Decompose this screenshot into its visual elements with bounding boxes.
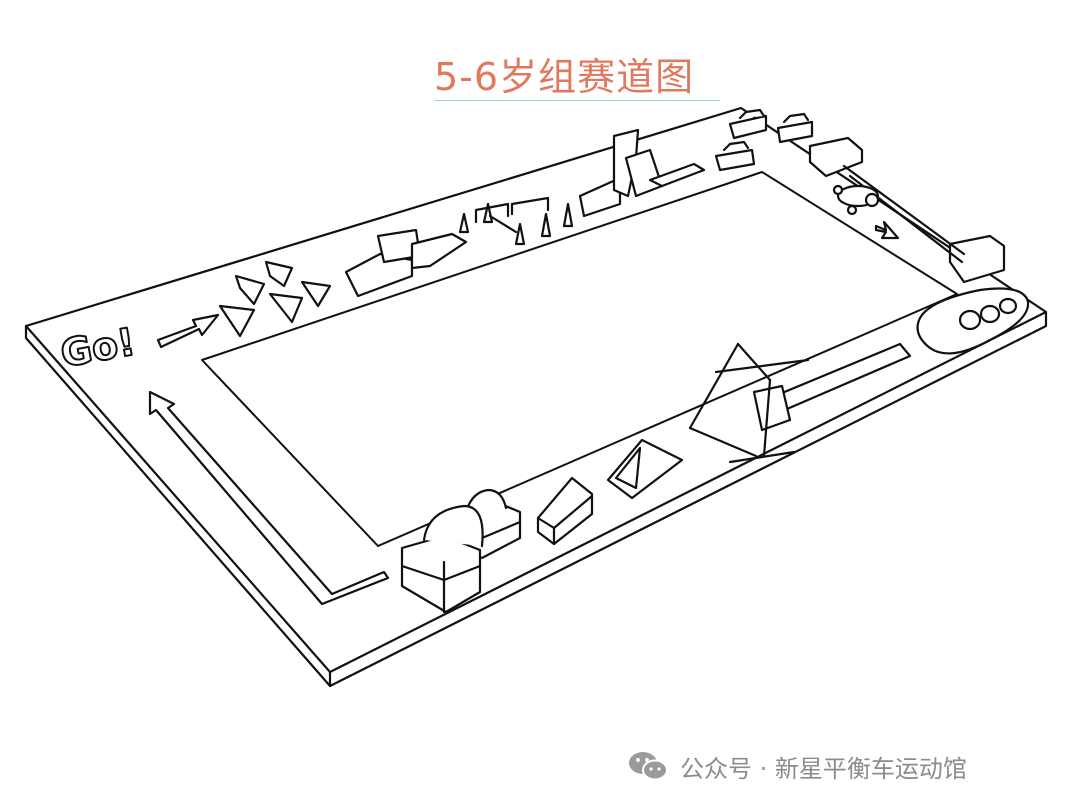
- track-board: [24, 106, 1048, 688]
- watermark: 公众号 · 新星平衡车运动馆: [626, 748, 967, 784]
- triangle-tunnel: [606, 438, 684, 500]
- stepping-stools: [714, 108, 814, 172]
- watermark-text: 公众号 · 新星平衡车运动馆: [680, 754, 967, 783]
- carry-baskets: [400, 488, 522, 614]
- balance-beam: [688, 342, 912, 464]
- cones-hurdles: [458, 196, 574, 246]
- balance-pad: [916, 287, 1030, 355]
- page-title: 5-6岁组赛道图: [434, 55, 695, 99]
- wechat-icon: [629, 752, 668, 781]
- return-arrow: [148, 390, 390, 606]
- wedge-block: [536, 476, 594, 546]
- seesaw-obstacle: [578, 128, 706, 218]
- ramp-boxes: [344, 228, 468, 298]
- title-underline: [434, 100, 720, 101]
- start-arrow: [156, 313, 220, 349]
- pyramid-blocks: [218, 260, 332, 338]
- zipline-obstacle: [808, 136, 1006, 284]
